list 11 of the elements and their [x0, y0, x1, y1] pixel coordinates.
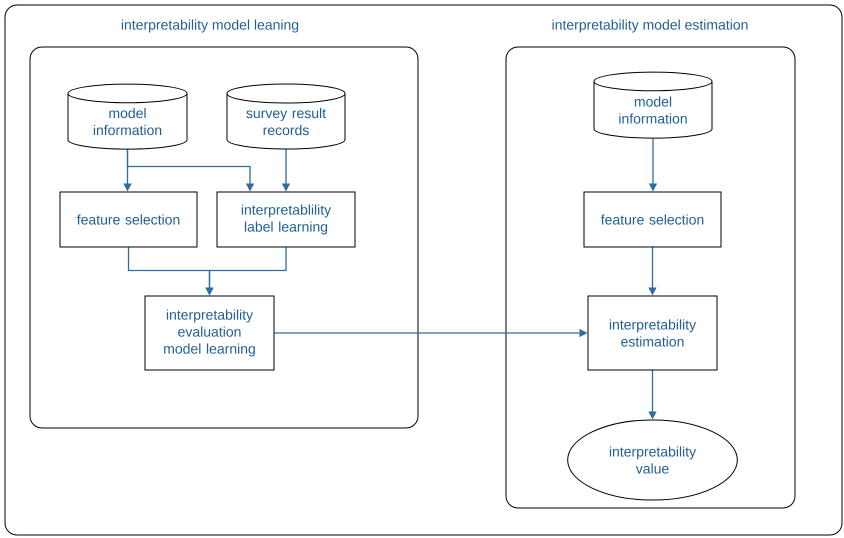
outer-frame: [4, 4, 842, 536]
group-heading: interpretability model leaning: [122, 19, 298, 33]
process-box: interpretablility label learning: [216, 192, 356, 248]
database-cylinder: model information: [594, 72, 712, 139]
process-box: interpretability evaluation model learning: [144, 296, 274, 370]
database-cylinder: survey result records: [226, 83, 346, 150]
process-box: feature selection: [60, 192, 198, 248]
group-heading: interpretability model estimation: [552, 19, 748, 33]
database-cylinder: model information: [68, 84, 188, 150]
process-box: interpretability estimation: [588, 296, 718, 370]
process-box: feature selection: [584, 192, 722, 248]
